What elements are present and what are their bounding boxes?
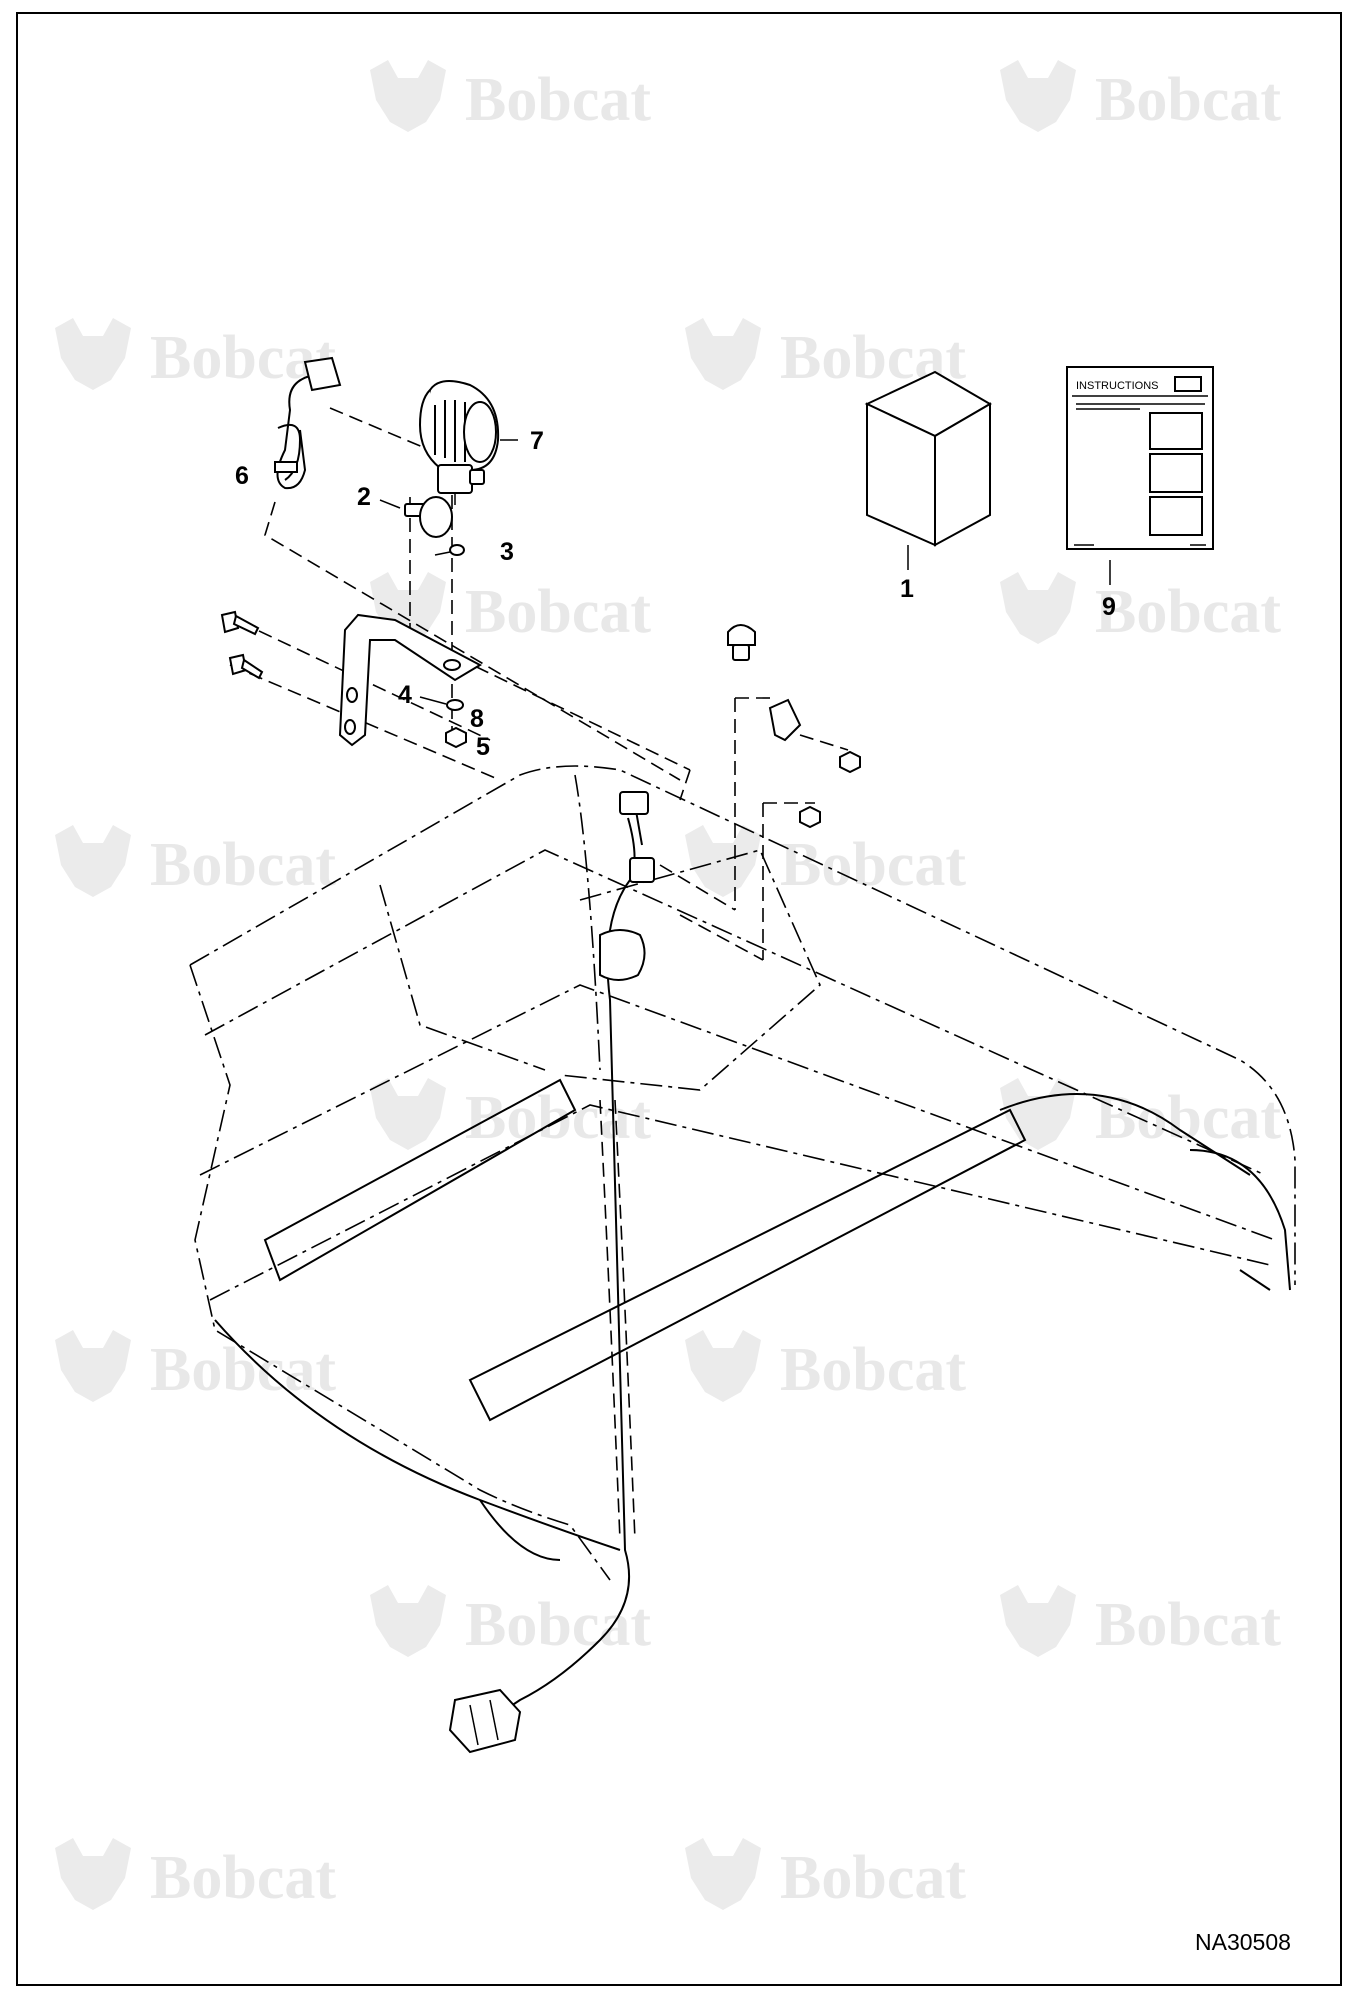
svg-text:Bobcat: Bobcat — [1095, 1591, 1281, 1659]
svg-text:Bobcat: Bobcat — [465, 1591, 651, 1659]
svg-text:Bobcat: Bobcat — [1095, 66, 1281, 134]
callout-1: 1 — [900, 575, 914, 603]
instruction-sheet-title: INSTRUCTIONS — [1076, 380, 1159, 392]
svg-text:Bobcat: Bobcat — [150, 831, 336, 899]
harness-loop — [599, 929, 646, 981]
watermark: Bobcat — [370, 1585, 651, 1659]
watermark: Bobcat — [1000, 1585, 1281, 1659]
svg-text:Bobcat: Bobcat — [1095, 578, 1281, 646]
cable-clamp-part — [727, 624, 756, 661]
callout-3: 3 — [500, 538, 514, 566]
svg-text:Bobcat: Bobcat — [465, 1084, 651, 1152]
cab-roof-outline — [189, 765, 1296, 1581]
flange-nut-part — [799, 805, 821, 829]
work-light-part — [418, 380, 500, 505]
watermark: Bobcat — [55, 1330, 336, 1404]
bolt-part — [228, 653, 264, 680]
leader-lines — [379, 439, 1111, 705]
drawing-frame — [16, 12, 1342, 1986]
watermark-layer: Bobcat Bobcat Bobcat Bobcat Bobcat Bobca… — [55, 60, 1281, 1912]
watermark: Bobcat — [55, 318, 336, 392]
mounting-bracket — [338, 613, 483, 747]
lamp-harness-part — [274, 356, 342, 490]
clip-nut-part — [768, 698, 802, 742]
watermark: Bobcat — [685, 825, 966, 899]
bolt-part — [220, 610, 260, 636]
watermark: Bobcat — [370, 60, 651, 134]
callout-7: 7 — [530, 427, 544, 455]
callout-8: 8 — [470, 705, 484, 733]
watermark: Bobcat — [55, 825, 336, 899]
harness-clip — [629, 857, 655, 883]
washer-part-top — [449, 544, 465, 556]
kit-box-part — [864, 370, 992, 547]
watermark: Bobcat — [370, 572, 651, 646]
svg-text:Bobcat: Bobcat — [150, 1844, 336, 1912]
svg-text:Bobcat: Bobcat — [150, 324, 336, 392]
callout-labels: 1 2 3 4 5 6 7 8 9 — [235, 427, 1116, 761]
instruction-sheet-part: INSTRUCTIONS — [1066, 366, 1214, 550]
flange-nut-part — [839, 750, 861, 774]
watermark: Bobcat — [1000, 572, 1281, 646]
watermark: Bobcat — [1000, 1078, 1281, 1152]
svg-text:Bobcat: Bobcat — [1095, 1084, 1281, 1152]
watermark: Bobcat — [1000, 60, 1281, 134]
callout-6: 6 — [235, 462, 249, 490]
callout-2: 2 — [357, 483, 371, 511]
callout-9: 9 — [1102, 593, 1116, 621]
callout-4: 4 — [398, 681, 412, 709]
watermark: Bobcat — [685, 1838, 966, 1912]
drawing-number: NA30508 — [1195, 1929, 1291, 1955]
svg-text:Bobcat: Bobcat — [780, 1844, 966, 1912]
wire-harness — [448, 791, 655, 1754]
watermark: Bobcat — [55, 1838, 336, 1912]
svg-text:Bobcat: Bobcat — [465, 66, 651, 134]
harness-tag — [274, 461, 298, 473]
wire-connector-icon — [448, 1688, 522, 1754]
nut-part — [445, 726, 467, 749]
svg-text:Bobcat: Bobcat — [780, 1336, 966, 1404]
watermark: Bobcat — [685, 1330, 966, 1404]
watermark: Bobcat — [370, 1078, 651, 1152]
callout-5: 5 — [476, 733, 490, 761]
harness-grommet — [619, 791, 649, 815]
lock-washer-part — [446, 699, 464, 711]
knob-part — [404, 496, 453, 538]
svg-text:Bobcat: Bobcat — [465, 578, 651, 646]
